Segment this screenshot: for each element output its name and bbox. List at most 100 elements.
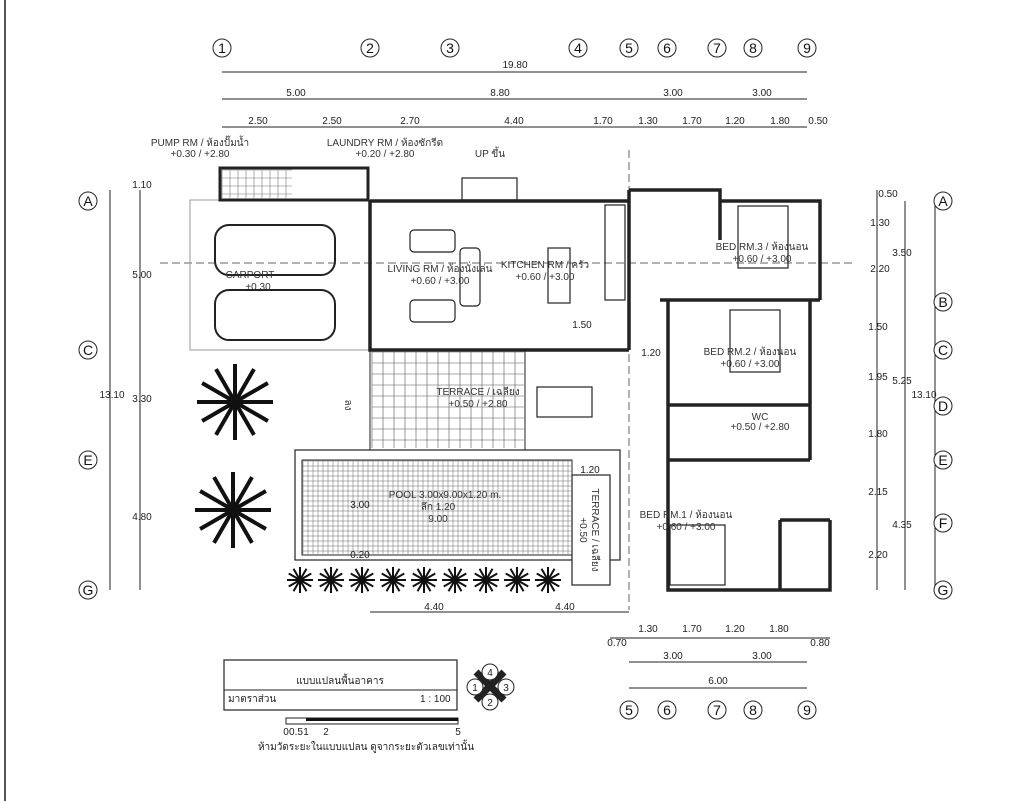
side-terrace	[571, 474, 611, 586]
dimension-lines	[109, 71, 936, 689]
grid-bubble	[619, 700, 639, 720]
room-label: BED RM.3 / ห้องนอน	[716, 241, 809, 253]
room-label: PUMP RM / ห้องปั๊มน้ำ	[151, 135, 249, 149]
room-label: WC	[752, 412, 769, 423]
dimension: 2.50	[322, 116, 342, 127]
stair-label: ลง	[342, 399, 353, 410]
compass-label: 1	[472, 683, 478, 694]
dimension: 1.70	[682, 624, 702, 635]
grid-label-column: 9	[803, 702, 811, 718]
grid-bubble	[78, 191, 98, 211]
grid-bubble	[707, 700, 727, 720]
scale-tick: 0.5	[289, 727, 303, 738]
grid-bubble	[797, 700, 817, 720]
grid-label-column: 3	[446, 40, 454, 56]
room-level: +0.60 / +3.00	[657, 522, 716, 533]
beds	[669, 205, 789, 586]
grid-label-column: 8	[749, 40, 757, 56]
drawing-note: ห้ามวัดระยะในแบบแปลน ดูจากระยะตัวเลขเท่า…	[258, 739, 474, 753]
grid-bubble	[933, 191, 953, 211]
dimension: 4.40	[424, 602, 444, 613]
dimension: 19.80	[502, 60, 527, 71]
dimension: 1.20	[725, 116, 745, 127]
grid-label-row: A	[938, 193, 948, 209]
scale-bar	[285, 717, 459, 725]
dimension: 1.20	[580, 465, 600, 476]
room-label: CARPORT	[226, 270, 275, 281]
grid-label-column: 2	[366, 40, 374, 56]
scale-tick: 2	[323, 727, 329, 738]
terrace-tile-pattern	[371, 351, 524, 448]
dimension: 0.70	[607, 638, 627, 649]
dimension: 13.10	[911, 390, 936, 401]
grid-bubble	[743, 700, 763, 720]
dimension: 2.15	[868, 487, 888, 498]
pool-length: 9.00	[428, 514, 448, 525]
grid-label-row: E	[83, 452, 92, 468]
dimension: 1.80	[769, 624, 789, 635]
dimension: 1.10	[132, 180, 152, 191]
dining-table	[536, 386, 593, 418]
room-level: +0.60 / +3.00	[411, 276, 470, 287]
grid-label-row: C	[83, 342, 93, 358]
grid-bubble	[797, 38, 817, 58]
grid-label-column: 7	[713, 702, 721, 718]
dimension: 4.35	[892, 520, 912, 531]
pool-deck	[294, 449, 621, 561]
compass-label: 2	[487, 698, 493, 709]
dimension: 1.80	[770, 116, 790, 127]
grid-label-column: 9	[803, 40, 811, 56]
grid-label-column: 6	[663, 40, 671, 56]
dimension: 1.30	[638, 624, 658, 635]
room-label: TERRACE / เฉลียง	[589, 488, 601, 571]
dimension: 0.20	[350, 550, 370, 561]
dimension: 2.50	[248, 116, 268, 127]
grid-bubble	[933, 450, 953, 470]
grid-bubble	[78, 450, 98, 470]
room-level: +0.60 / +3.00	[721, 359, 780, 370]
trees	[195, 364, 561, 593]
pool-tile-pattern	[302, 460, 571, 554]
grid-bubble	[933, 340, 953, 360]
room-level: +0.30	[245, 282, 271, 293]
grid-label-column: 5	[625, 702, 633, 718]
compass-label: 4	[487, 668, 493, 679]
scale-label: มาตราส่วน	[228, 694, 276, 705]
dimension: 1.20	[641, 348, 661, 359]
grid-label-column: 5	[625, 40, 633, 56]
grid-bubble	[78, 580, 98, 600]
dimension: 1.80	[868, 429, 888, 440]
dimension: 3.00	[663, 651, 683, 662]
scale-tick: 1	[303, 727, 309, 738]
grid-label-column: 7	[713, 40, 721, 56]
grid-label-column: 4	[574, 40, 582, 56]
room-level: +0.20 / +2.80	[356, 149, 415, 160]
title-block	[223, 659, 458, 711]
grid-bubble	[933, 580, 953, 600]
dimension: 6.00	[708, 676, 728, 687]
scale-tick: 0	[283, 727, 289, 738]
pool-depth: ลึก 1.20	[421, 501, 456, 513]
dimension: 1.30	[638, 116, 658, 127]
grid-label-row: C	[938, 342, 948, 358]
grid-label-row: G	[83, 582, 94, 598]
drawing-title: แบบแปลนพื้นอาคาร	[296, 673, 384, 687]
dimension: 2.20	[870, 264, 890, 275]
grid-bubble	[743, 38, 763, 58]
room-level: +0.30 / +2.80	[171, 149, 230, 160]
dimension: 1.70	[593, 116, 613, 127]
dimension: 3.00	[350, 500, 370, 511]
grid-bubble	[78, 340, 98, 360]
grid-label-column: 1	[218, 40, 226, 56]
grid-bubble	[568, 38, 588, 58]
dimension: 3.50	[892, 248, 912, 259]
stair-label: UP ขึ้น	[475, 146, 505, 160]
room-level: +0.60 / +3.00	[733, 254, 792, 265]
grid-bubble	[933, 292, 953, 312]
grid-bubble	[212, 38, 232, 58]
dimension: 3.00	[752, 88, 772, 99]
scale-tick: 5	[455, 727, 461, 738]
grid-label-row: G	[938, 582, 949, 598]
page-border	[4, 0, 6, 801]
room-level: +0.60 / +3.00	[516, 272, 575, 283]
